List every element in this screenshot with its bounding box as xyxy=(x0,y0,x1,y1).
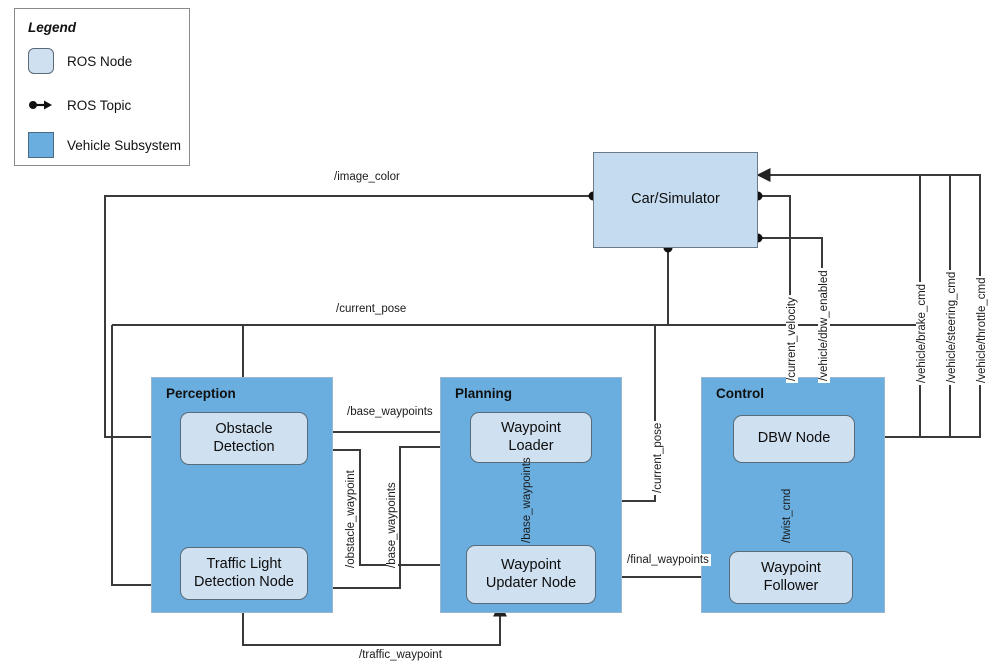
topic-label-base-waypoints-loader: /base_waypoints xyxy=(521,457,533,543)
node-dbw-label: DBW Node xyxy=(757,430,831,447)
subsystem-control-label: Control xyxy=(716,386,764,401)
topic-label-obstacle-waypoint: /obstacle_waypoint xyxy=(345,468,357,570)
topic-label-current-pose-vertical: /current_pose xyxy=(652,420,664,495)
legend: Legend ROS Node ROS Topic Vehicle Subsys… xyxy=(14,8,190,166)
node-dbw[interactable]: DBW Node xyxy=(733,415,855,463)
topic-label-traffic-waypoint: /traffic_waypoint xyxy=(357,649,444,661)
topic-label-final-waypoints: /final_waypoints xyxy=(625,554,711,566)
legend-item-vehicle-subsystem: Vehicle Subsystem xyxy=(28,132,181,158)
topic-label-brake-cmd: /vehicle/brake_cmd xyxy=(916,281,928,385)
legend-item-ros-node-label: ROS Node xyxy=(67,53,133,69)
topic-label-dbw-enabled: /vehicle/dbw_enabled xyxy=(818,268,830,383)
topic-arrow-icon xyxy=(28,92,54,118)
legend-item-ros-topic: ROS Topic xyxy=(28,92,131,118)
legend-title: Legend xyxy=(28,20,77,35)
topic-label-current-pose-horizontal: /current_pose xyxy=(334,303,409,315)
legend-item-ros-node: ROS Node xyxy=(28,48,132,74)
legend-item-vehicle-subsystem-label: Vehicle Subsystem xyxy=(67,137,182,153)
rounded-rect-light-blue-swatch-icon xyxy=(28,48,54,74)
legend-item-ros-topic-label: ROS Topic xyxy=(67,97,132,113)
topic-label-base-waypoints-vertical: /base_waypoints xyxy=(386,480,398,570)
node-car-simulator-label: Car/Simulator xyxy=(631,191,720,208)
square-blue-swatch-icon xyxy=(28,132,54,158)
subsystem-perception-label: Perception xyxy=(166,386,236,401)
topic-label-steering-cmd: /vehicle/steering_cmd xyxy=(946,269,958,385)
subsystem-planning-label: Planning xyxy=(455,386,512,401)
node-car-simulator[interactable]: Car/Simulator xyxy=(593,152,758,248)
topic-label-base-waypoints-horizontal: /base_waypoints xyxy=(345,406,435,418)
topic-label-current-velocity: /current_velocity xyxy=(786,295,798,383)
topic-label-twist-cmd: /twist_cmd xyxy=(781,488,793,543)
topic-label-throttle-cmd: /vehicle/throttle_cmd xyxy=(976,275,988,385)
topic-label-image-color: /image_color xyxy=(332,171,402,183)
